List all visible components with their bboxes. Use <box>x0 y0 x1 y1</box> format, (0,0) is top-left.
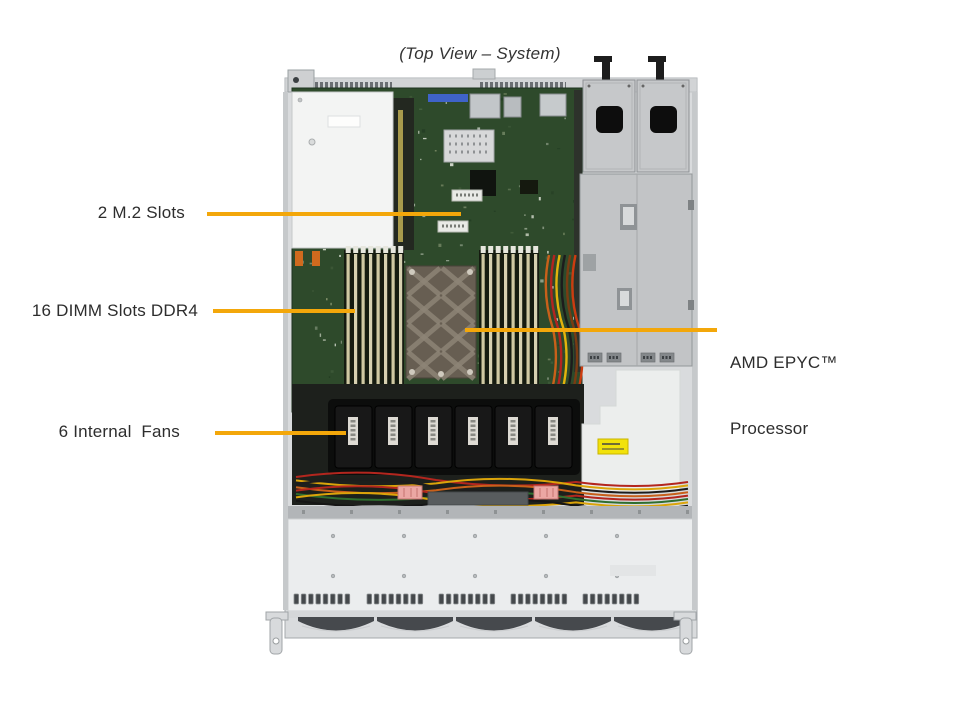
cover-label <box>610 565 656 576</box>
callout-m2-slots: 2 M.2 Slots <box>97 203 185 222</box>
chip <box>520 180 538 194</box>
front-connector-slots <box>293 593 640 605</box>
callout-cpu-line1: AMD EPYC™ <box>730 353 838 372</box>
dimm-bank-left <box>344 250 404 388</box>
front-panel-header <box>312 251 320 266</box>
chipset-heatsink <box>443 129 495 163</box>
air-shroud <box>581 369 681 493</box>
cpu-heatsink <box>405 265 477 381</box>
power-supplies <box>582 79 690 173</box>
callout-cpu: AMD EPYC™ Processor <box>730 308 838 484</box>
front-panel-header <box>295 251 303 266</box>
front-edge <box>288 611 694 618</box>
psu-housing <box>579 173 694 367</box>
board-edge <box>574 90 582 372</box>
dimm-bank-right <box>479 250 539 388</box>
leader-lines <box>207 212 717 435</box>
io-ports <box>428 93 567 119</box>
rack-ear-left <box>265 611 289 655</box>
callout-dimm-slots: 16 DIMM Slots DDR4 <box>31 301 198 320</box>
rear-tab <box>472 68 496 80</box>
backplane-connectors <box>397 485 559 506</box>
drive-bays <box>298 617 690 632</box>
internal-fans <box>334 405 573 469</box>
callout-internal-fans: 6 Internal Fans <box>58 422 180 441</box>
psu-handles <box>594 56 666 82</box>
rack-ear-right <box>673 611 697 655</box>
warning-label <box>597 438 629 455</box>
bracket-screw <box>293 77 299 83</box>
m2-slots <box>437 189 483 233</box>
left-wall <box>283 92 288 610</box>
right-wall <box>692 92 697 610</box>
pcie-slot <box>398 110 403 242</box>
cover-screws <box>330 533 620 579</box>
expansion-tray <box>291 91 394 249</box>
callout-cpu-line2: Processor <box>730 419 809 438</box>
figure-title: (Top View – System) <box>399 44 561 63</box>
chassis-crossbar <box>285 506 697 519</box>
